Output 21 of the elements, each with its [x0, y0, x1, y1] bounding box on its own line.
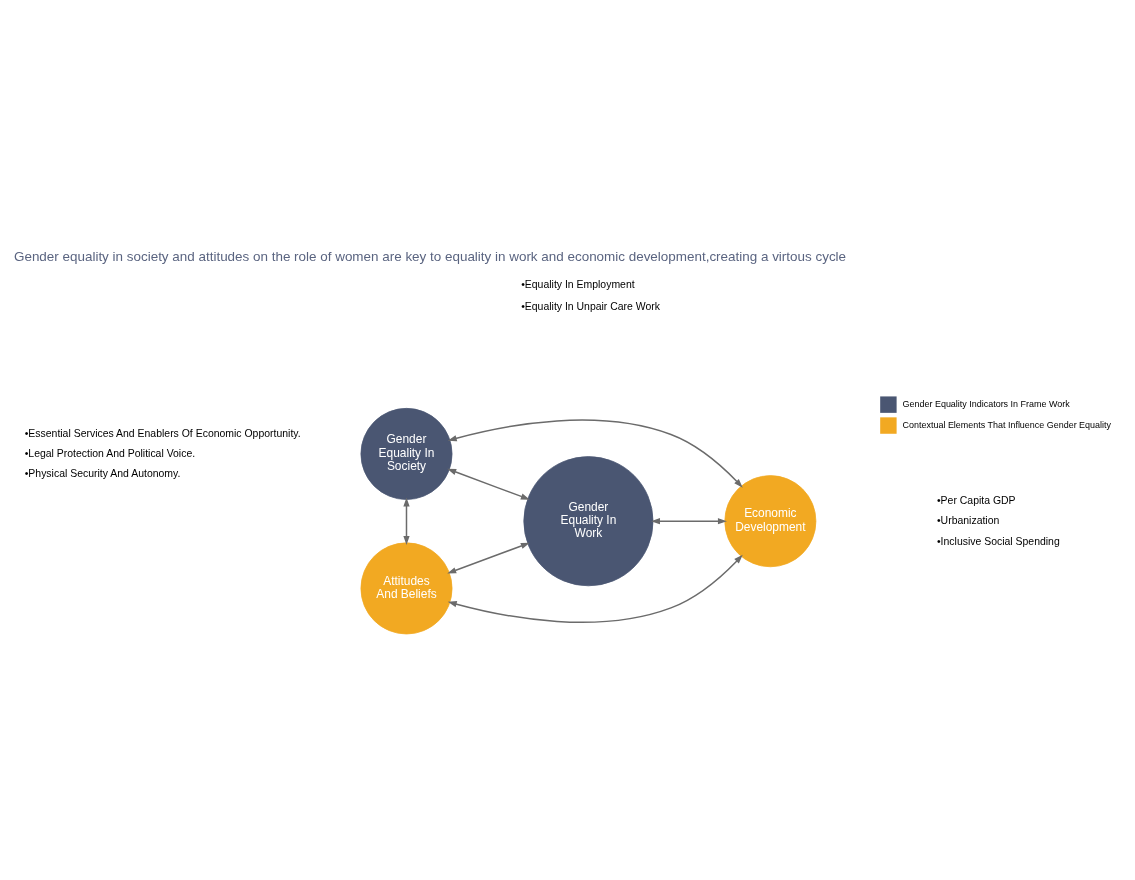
- node-label: •Inclusive Social Spending: [936, 535, 1060, 546]
- arrow: [403, 496, 410, 545]
- arrow: [447, 542, 530, 574]
- node-circle: Attitudes And Beliefs: [360, 542, 453, 634]
- node-circle: Gender Equality In Work: [523, 455, 654, 586]
- arrow: [651, 517, 727, 524]
- node-label: •Urbanization: [936, 514, 1000, 526]
- arrow: [447, 554, 743, 623]
- node-label: •Per Capita GDP: [936, 494, 1016, 506]
- arrow: [447, 468, 530, 500]
- legend-label: Gender Equality Indicators In Frame Work: [902, 398, 1070, 409]
- node-label: •Legal Protection And Political Voice.: [24, 447, 196, 459]
- diagram-title: Gender equality in society and attitudes on the role of women are key to equality in work and economic development,creating a virtous cycle: [13, 248, 847, 264]
- label: •Equality In Employment: [521, 278, 635, 290]
- node-label: •Essential Services And Enablers Of Economic Opportunity.: [24, 427, 301, 439]
- legend-label: Contextual Elements That Influence Gender Equality: [902, 419, 1111, 430]
- label: •Equality In Unpair Care Work: [521, 300, 661, 312]
- node-circle: Economic Development: [724, 474, 817, 567]
- node-label: •Physical Security And Autonomy.: [24, 467, 181, 479]
- arrow: [447, 418, 743, 488]
- node-circle: Gender Equality In Society: [360, 407, 453, 500]
